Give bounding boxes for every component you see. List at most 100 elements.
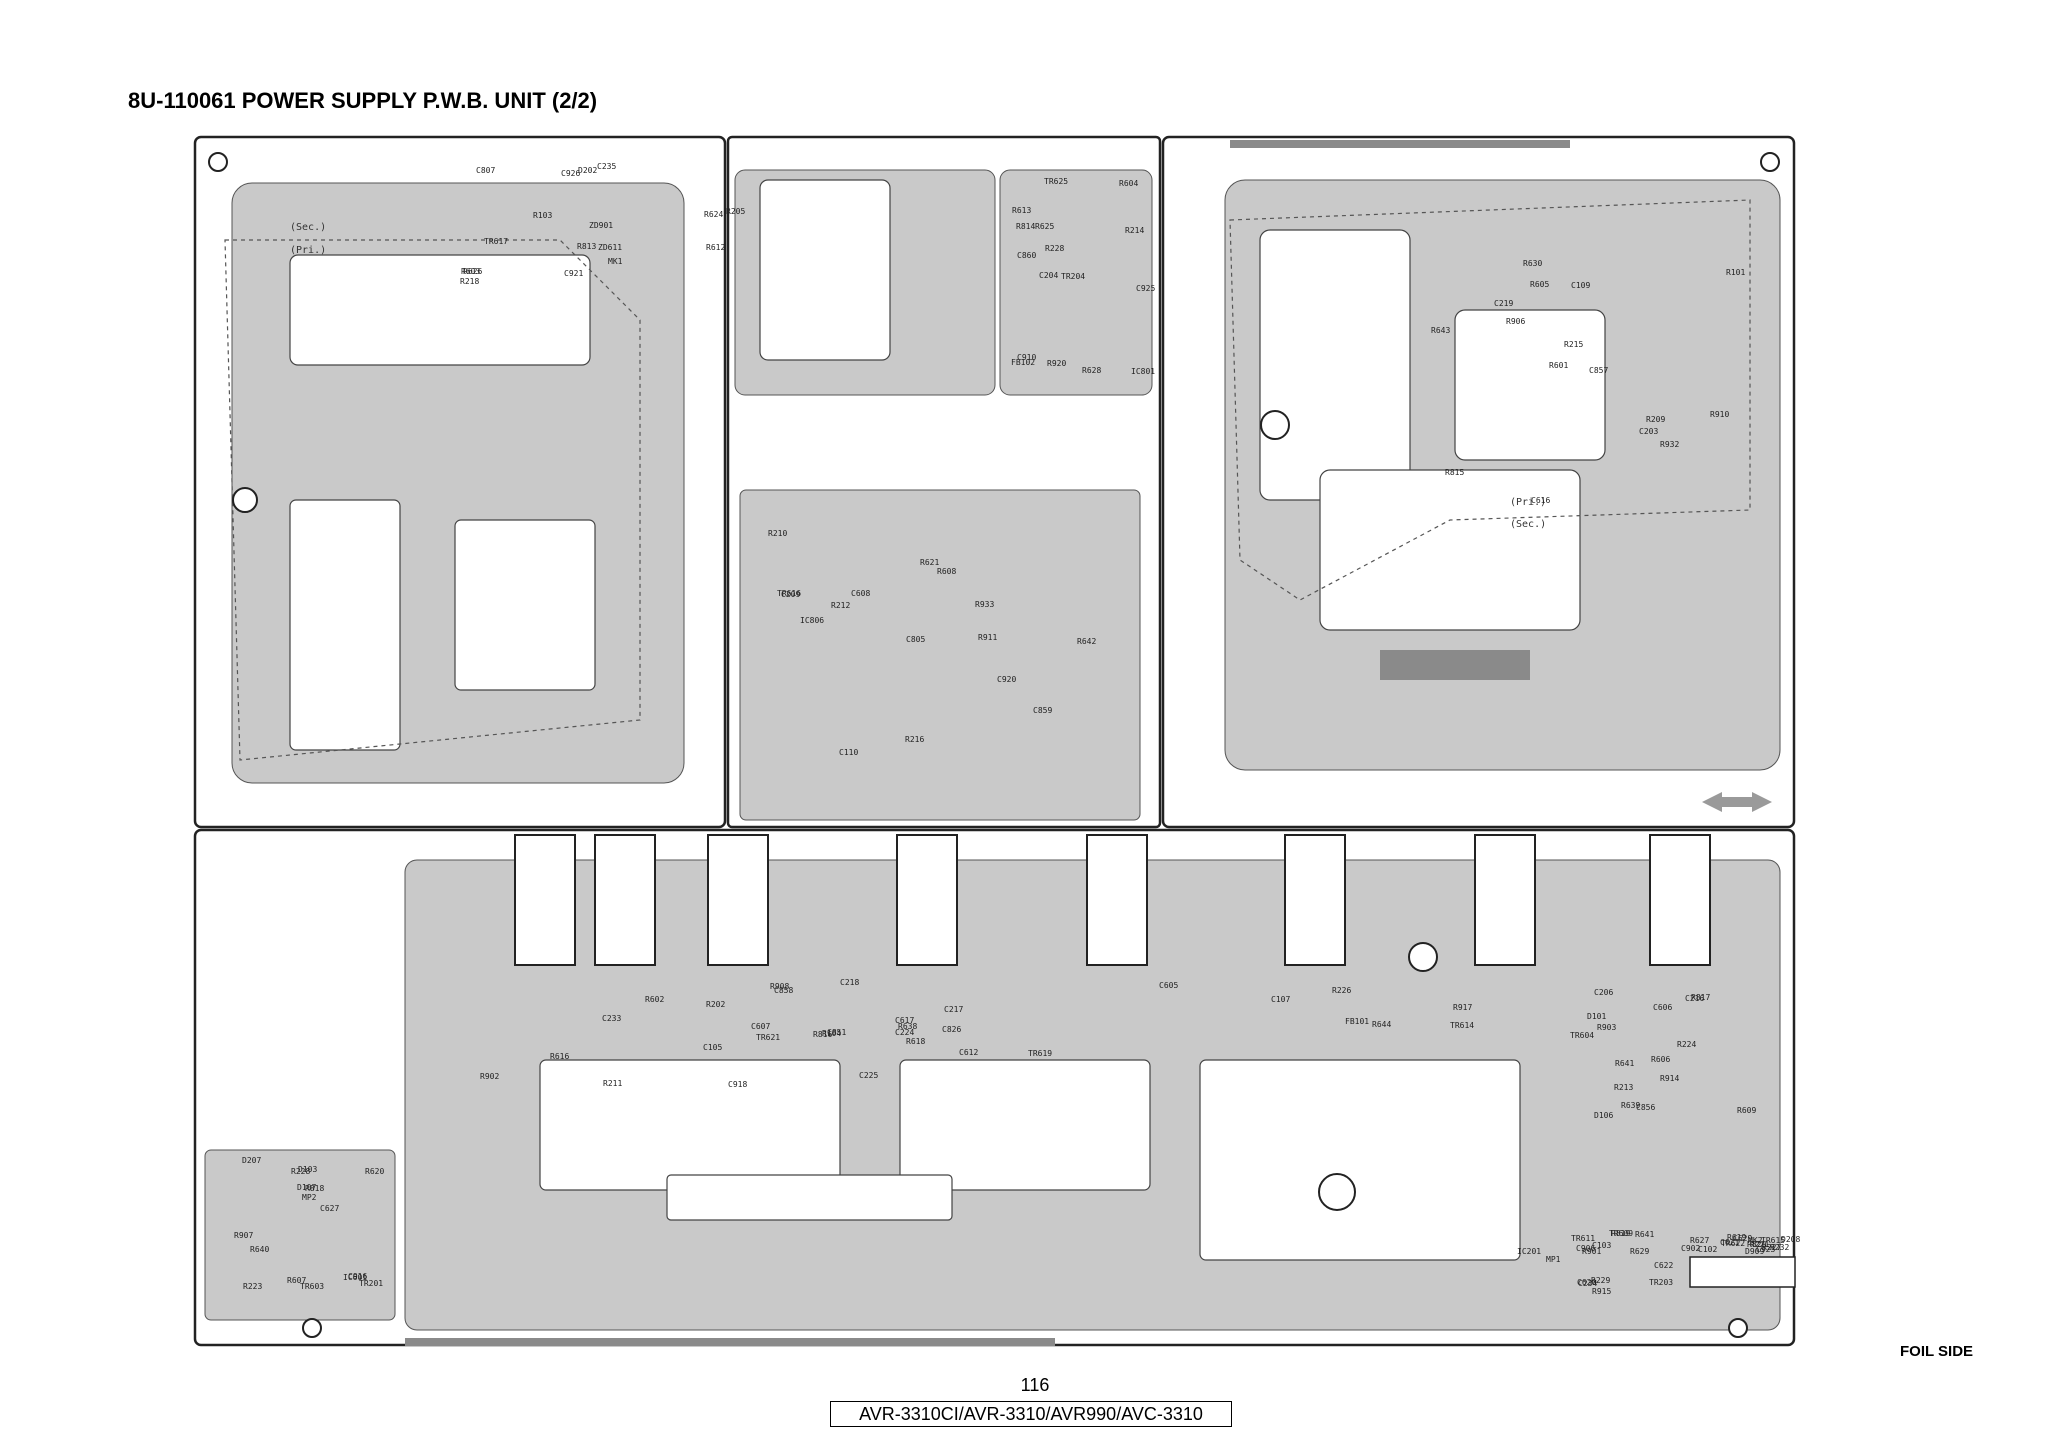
component-ref-label: R232	[1770, 1243, 1789, 1252]
component-ref-label: R223	[243, 1282, 262, 1291]
component-ref-label: R639	[1621, 1101, 1640, 1110]
component-ref-label: C607	[751, 1022, 770, 1031]
component-ref-label: R920	[1047, 359, 1066, 368]
component-ref-label: C807	[476, 166, 495, 175]
component-ref-label: C910	[1017, 353, 1036, 362]
component-ref-label: R607	[287, 1276, 306, 1285]
component-ref-label: C110	[839, 748, 858, 757]
component-ref-label: R626	[463, 267, 482, 276]
component-ref-label: R906	[1506, 317, 1525, 326]
component-ref-label: R612	[706, 243, 725, 252]
component-ref-label: TR203	[1649, 1278, 1673, 1287]
component-ref-label: R627	[1690, 1236, 1709, 1245]
component-ref-label: IC801	[1131, 367, 1155, 376]
component-ref-label: R104	[822, 1029, 841, 1038]
component-ref-label: R228	[291, 1167, 310, 1176]
component-ref-label: R209	[1646, 415, 1665, 424]
component-ref-label: R205	[726, 207, 745, 216]
component-ref-label: R624	[704, 210, 723, 219]
zone-label-sec-right: (Sec.)	[1510, 519, 1546, 530]
component-ref-label: C234	[1578, 1279, 1597, 1288]
component-reference-labels: R813R814C805R815R816C826R817R818R819R820…	[234, 162, 1800, 1296]
component-ref-label: MK1	[608, 257, 623, 266]
component-ref-label: D103	[298, 1165, 317, 1174]
component-ref-label: C916	[348, 1272, 367, 1281]
component-ref-label: R211	[603, 1079, 622, 1088]
component-ref-label: R814	[1016, 222, 1035, 231]
component-ref-label: R604	[1119, 179, 1138, 188]
component-ref-label: R933	[975, 600, 994, 609]
component-ref-label: R103	[533, 211, 552, 220]
component-ref-label: C616	[1531, 496, 1550, 505]
component-ref-label: R641	[1635, 1230, 1654, 1239]
component-ref-label: R640	[250, 1245, 269, 1254]
component-ref-label: R625	[1035, 222, 1054, 231]
component-ref-label: IC201	[1517, 1247, 1541, 1256]
page-number: 116	[1020, 1375, 1050, 1395]
component-ref-label: C629	[1733, 1234, 1752, 1243]
component-ref-label: MP1	[1546, 1255, 1561, 1264]
component-ref-label: C206	[1594, 988, 1613, 997]
component-ref-label: C925	[1136, 284, 1155, 293]
component-ref-label: D208	[1781, 1235, 1800, 1244]
component-ref-label: R917	[1453, 1003, 1472, 1012]
component-ref-label: C923	[1756, 1245, 1775, 1254]
component-ref-label: R221	[1750, 1240, 1769, 1249]
component-ref-label: R620	[365, 1167, 384, 1176]
component-ref-label: D106	[1594, 1111, 1613, 1120]
component-ref-label: R226	[1332, 986, 1351, 995]
component-ref-label: IC806	[800, 616, 824, 625]
component-ref-label: MP2	[302, 1193, 317, 1202]
component-ref-label: R613	[1012, 206, 1031, 215]
component-ref-label: C606	[1653, 1003, 1672, 1012]
component-ref-label: C219	[1494, 299, 1513, 308]
component-ref-label: R212	[831, 601, 850, 610]
component-ref-label: C218	[840, 978, 859, 987]
component-ref-label: C906	[1576, 1244, 1595, 1253]
zone-label-pri-left: (Pri.)	[290, 245, 326, 256]
component-ref-label: D207	[242, 1156, 261, 1165]
component-ref-label: C851	[827, 1028, 846, 1037]
component-ref-label: R819	[1611, 1229, 1630, 1238]
component-ref-label: C805	[906, 635, 925, 644]
component-ref-label: C918	[728, 1080, 747, 1089]
component-ref-label: R101	[1726, 268, 1745, 277]
component-ref-label: R641	[1615, 1059, 1634, 1068]
component-ref-label: R616	[550, 1052, 569, 1061]
component-ref-label: R817	[1691, 993, 1710, 1002]
component-ref-label: TR625	[1044, 177, 1068, 186]
component-ref-label: TR614	[1450, 1021, 1474, 1030]
component-ref-label: D107	[297, 1183, 316, 1192]
zone-label-sec-left: (Sec.)	[290, 222, 326, 233]
component-ref-label: C216	[1685, 994, 1704, 1003]
component-ref-label: ZD901	[589, 221, 613, 230]
component-ref-label: TR611	[1571, 1234, 1595, 1243]
component-ref-label: D909	[1745, 1247, 1764, 1256]
component-ref-label: C103	[1592, 1241, 1611, 1250]
component-ref-label: R628	[1082, 366, 1101, 375]
component-ref-label: C605	[1159, 981, 1178, 990]
component-ref-label: R630	[1523, 259, 1542, 268]
component-ref-label: C217	[944, 1005, 963, 1014]
component-ref-label: C107	[1271, 995, 1290, 1004]
component-ref-label: C204	[1039, 271, 1058, 280]
board-section-upper-right	[1161, 135, 1796, 829]
component-ref-label: R608	[937, 567, 956, 576]
component-ref-label: C209	[781, 590, 800, 599]
component-ref-label: R932	[1660, 440, 1679, 449]
component-ref-label: C856	[1636, 1103, 1655, 1112]
zone-label-pri-right: (Pri.)	[1510, 497, 1546, 508]
component-ref-label: C105	[703, 1043, 722, 1052]
board-section-upper-middle	[726, 135, 1162, 829]
component-ref-label: C235	[597, 162, 616, 171]
component-ref-label: R215	[1564, 340, 1583, 349]
component-ref-label: C920	[997, 675, 1016, 684]
component-ref-label: R605	[1530, 280, 1549, 289]
component-ref-label: R602	[645, 995, 664, 1004]
component-ref-label: R815	[1445, 468, 1464, 477]
component-ref-label: D101	[1587, 1012, 1606, 1021]
foil-side-label: FOIL SIDE	[1900, 1343, 1974, 1360]
component-ref-label: R915	[1592, 1287, 1611, 1296]
component-ref-label: C826	[942, 1025, 961, 1034]
component-ref-label: R816	[813, 1030, 832, 1039]
